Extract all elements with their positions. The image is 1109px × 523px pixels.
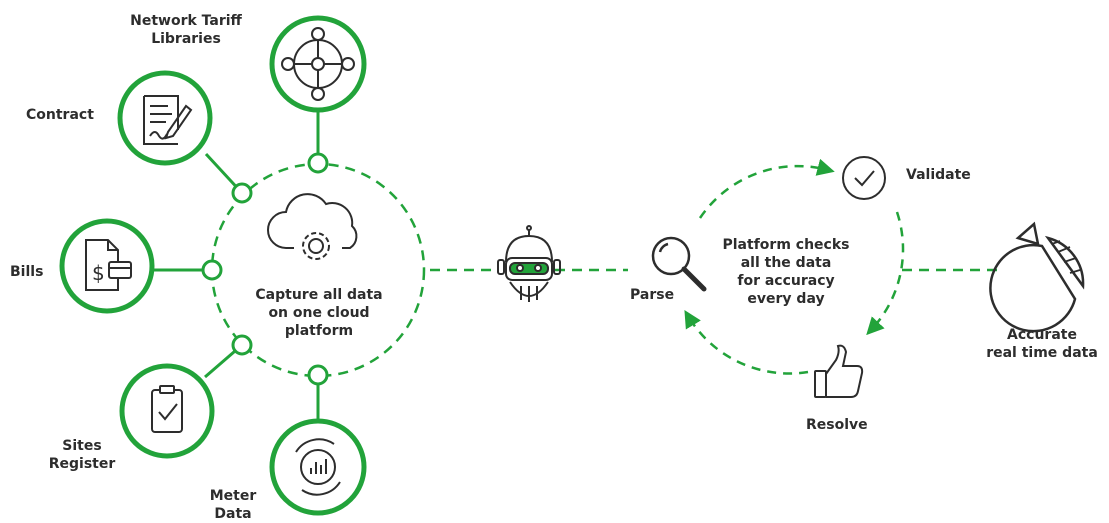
magnifier-icon: [651, 236, 707, 292]
cycle-arrows: [684, 158, 905, 375]
network-nodes-icon: [281, 27, 355, 101]
label-sites-register: Sites Register: [48, 438, 116, 472]
check-circle-icon: [842, 156, 886, 200]
label-bills: Bills: [10, 264, 44, 280]
label-parse: Parse: [630, 287, 675, 303]
robot-icon: [497, 225, 561, 302]
label-contract: Contract: [26, 107, 94, 123]
label-resolve: Resolve: [806, 417, 868, 433]
cycle-caption: Platform checks all the data for accurac…: [722, 237, 850, 307]
signed-document-icon: [143, 95, 193, 145]
pie-chart-icon: [989, 221, 1085, 333]
label-meter-data: Meter Data: [209, 488, 257, 522]
hub-junctions: [201, 152, 329, 386]
label-validate: Validate: [906, 167, 971, 183]
svg-text:$: $: [92, 261, 105, 285]
hub-caption: Capture all data on one cloud platform: [255, 287, 383, 339]
input-nodes: [59, 15, 367, 516]
meter-chart-icon: [295, 438, 341, 496]
label-network-tariff-libraries: Network Tariff Libraries: [130, 13, 242, 47]
cloud-gear-icon: [267, 193, 358, 260]
thumbs-up-icon: [814, 344, 864, 398]
clipboard-check-icon: [151, 385, 183, 433]
label-accurate-real-time-data: Accurate real time data: [986, 327, 1098, 361]
bill-payment-icon: $: [85, 239, 132, 291]
